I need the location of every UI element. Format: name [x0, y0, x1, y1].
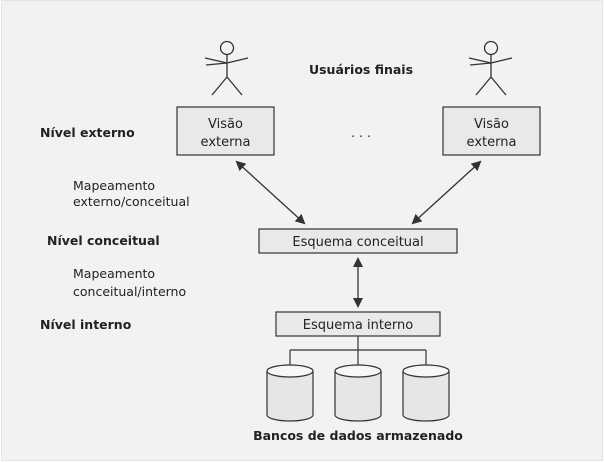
external-view-right-line2: externa	[467, 135, 517, 150]
internal-schema-label: Esquema interno	[303, 318, 414, 333]
external-view-right-line1: Visão	[474, 117, 509, 132]
conceptual-schema-box: Esquema conceitual	[258, 228, 458, 254]
user-icon-right	[468, 40, 513, 96]
end-users-label: Usuários finais	[309, 62, 413, 77]
arrow-left-view-conceptual	[235, 160, 306, 225]
conceptual-internal-mapping-label-line1: Mapeamento	[73, 266, 155, 281]
storage-connector	[289, 336, 427, 365]
stored-database-label: Bancos de dados armazenado	[253, 428, 463, 443]
external-view-left-line2: externa	[201, 135, 251, 150]
database-cylinder-1	[266, 364, 314, 422]
database-cylinder-3	[402, 364, 450, 422]
external-conceptual-mapping-label-line1: Mapeamento	[73, 178, 155, 193]
arrow-right-view-conceptual	[411, 160, 482, 225]
conceptual-internal-mapping-label-line2: conceitual/interno	[73, 284, 186, 299]
external-view-left-line1: Visão	[208, 117, 243, 132]
external-level-label: Nível externo	[40, 125, 135, 140]
internal-schema-box: Esquema interno	[275, 311, 441, 337]
external-view-box-left: Visão externa	[176, 106, 275, 156]
external-conceptual-mapping-label-line2: externo/conceitual	[73, 194, 190, 209]
ellipsis-label: . . .	[351, 125, 371, 140]
internal-level-label: Nível interno	[40, 317, 132, 332]
conceptual-level-label: Nível conceitual	[47, 233, 160, 248]
external-view-box-right: Visão externa	[442, 106, 541, 156]
user-icon-left	[204, 40, 249, 96]
conceptual-schema-label: Esquema conceitual	[292, 235, 423, 250]
database-cylinder-2	[334, 364, 382, 422]
